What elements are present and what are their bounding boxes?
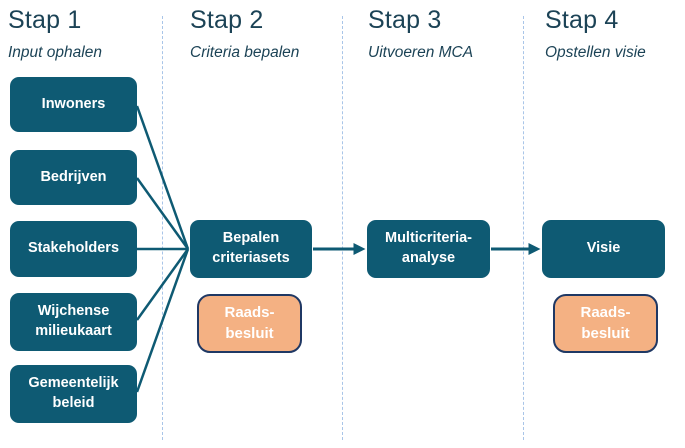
box-bepalen-criteriasets: Bepalen criteriasets <box>190 220 312 278</box>
column-separator <box>523 16 524 440</box>
column-separator <box>342 16 343 440</box>
step-2-subtitle: Criteria bepalen <box>190 43 300 61</box>
step-3-subtitle: Uitvoeren MCA <box>368 43 474 61</box>
box-stakeholders: Stakeholders <box>10 221 137 277</box>
column-separator <box>162 16 163 440</box>
step-2-header: Stap 2 Criteria bepalen <box>190 6 299 62</box>
box-visie: Visie <box>542 220 665 278</box>
step-3-title: Stap 3 <box>368 6 442 34</box>
box-gemeentelijk-beleid: Gemeentelijk beleid <box>10 365 137 423</box>
step-4-subtitle: Opstellen visie <box>545 43 646 61</box>
step-1-subtitle: Input ophalen <box>8 43 102 61</box>
step-4-title: Stap 4 <box>545 6 619 34</box>
box-raadsbesluit-step4: Raads- besluit <box>553 294 658 353</box>
box-wijchense-milieukaart: Wijchense milieukaart <box>10 293 137 351</box>
step-1-title: Stap 1 <box>8 6 82 34</box>
box-inwoners: Inwoners <box>10 77 137 132</box>
step-2-title: Stap 2 <box>190 6 264 34</box>
box-bedrijven: Bedrijven <box>10 150 137 205</box>
box-raadsbesluit-step2: Raads- besluit <box>197 294 302 353</box>
box-multicriteria-analyse: Multicriteria- analyse <box>367 220 490 278</box>
step-4-header: Stap 4 Opstellen visie <box>545 6 646 62</box>
step-3-header: Stap 3 Uitvoeren MCA <box>368 6 473 62</box>
step-1-header: Stap 1 Input ophalen <box>8 6 102 62</box>
